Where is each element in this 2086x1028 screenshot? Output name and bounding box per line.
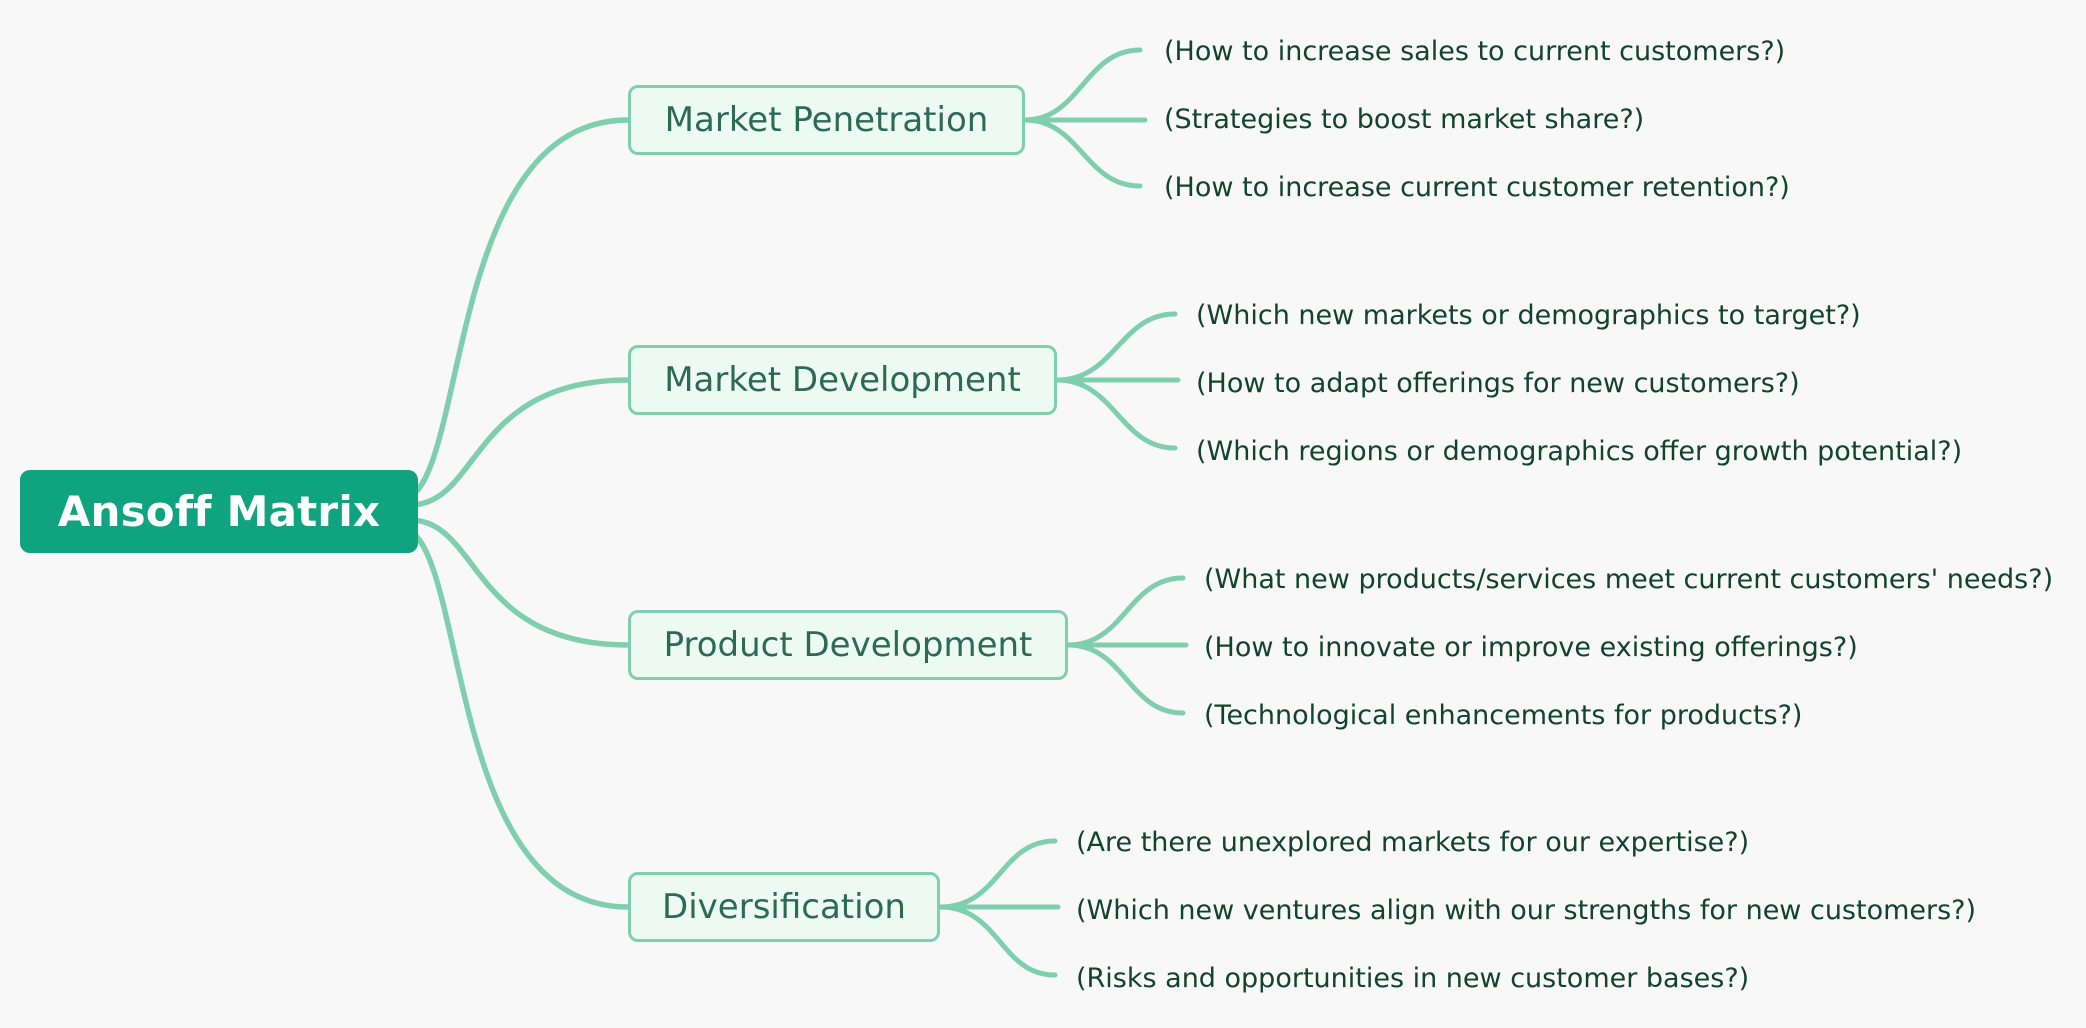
link-root-to-diversification xyxy=(397,525,631,910)
link-root-to-market-penetration xyxy=(397,117,631,503)
branch-node-label: Market Penetration xyxy=(664,100,989,140)
branch-node-label: Diversification xyxy=(662,887,906,927)
branch-node-label: Product Development xyxy=(663,625,1033,665)
leaf-label-product-development-2: (How to innovate or improve existing off… xyxy=(1204,632,1858,663)
leaf-label-product-development-3: (Technological enhancements for products… xyxy=(1204,700,1803,731)
branch-node-diversification[interactable]: Diversification xyxy=(628,872,940,942)
leaf-label-market-penetration-3: (How to increase current customer retent… xyxy=(1164,172,1790,203)
link-market-development-leaf-1 xyxy=(1054,311,1178,383)
root-node-ansoff-matrix[interactable]: Ansoff Matrix xyxy=(20,470,418,553)
leaf-label-diversification-1: (Are there unexplored markets for our ex… xyxy=(1076,827,1750,858)
leaf-label-diversification-2: (Which new ventures align with our stren… xyxy=(1076,895,1977,926)
link-root-to-product-development xyxy=(407,517,631,648)
leaf-label-market-development-3: (Which regions or demographics offer gro… xyxy=(1196,436,1963,467)
branch-node-product-development[interactable]: Product Development xyxy=(628,610,1068,680)
link-product-development-leaf-3 xyxy=(1065,642,1186,716)
link-market-development-leaf-3 xyxy=(1054,377,1178,451)
leaf-label-market-penetration-1: (How to increase sales to current custom… xyxy=(1164,36,1786,67)
leaf-label-product-development-1: (What new products/services meet current… xyxy=(1204,564,2054,595)
branch-node-label: Market Development xyxy=(664,360,1021,400)
leaf-label-diversification-3: (Risks and opportunities in new customer… xyxy=(1076,963,1750,994)
link-diversification-leaf-3 xyxy=(937,904,1058,978)
leaf-label-market-development-1: (Which new markets or demographics to ta… xyxy=(1196,300,1861,331)
leaf-label-market-penetration-2: (Strategies to boost market share?) xyxy=(1164,104,1645,135)
link-product-development-leaf-1 xyxy=(1065,575,1186,648)
link-diversification-leaf-1 xyxy=(937,838,1058,910)
link-market-penetration-leaf-1 xyxy=(1022,47,1143,123)
leaf-label-market-development-2: (How to adapt offerings for new customer… xyxy=(1196,368,1800,399)
branch-node-market-penetration[interactable]: Market Penetration xyxy=(628,85,1025,155)
root-node-label: Ansoff Matrix xyxy=(57,487,381,536)
link-market-penetration-leaf-3 xyxy=(1022,117,1143,189)
branch-node-market-development[interactable]: Market Development xyxy=(628,345,1057,415)
link-root-to-market-development xyxy=(407,377,631,508)
